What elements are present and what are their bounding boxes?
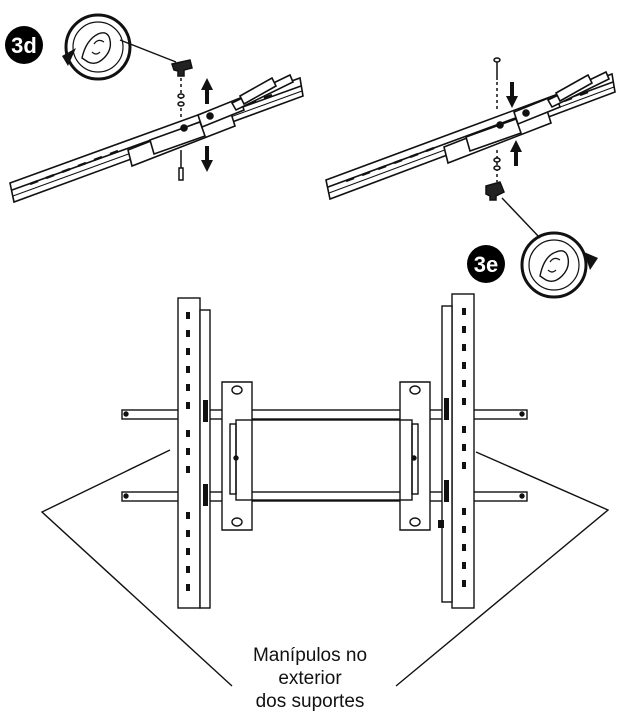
arrow-down-icon bbox=[506, 82, 518, 108]
hand-turn-clockwise-icon bbox=[520, 231, 598, 299]
vertical-arm-left bbox=[177, 297, 211, 609]
caption-line-2: exterior bbox=[278, 668, 342, 689]
svg-text:3e: 3e bbox=[474, 252, 498, 277]
svg-text:3d: 3d bbox=[11, 33, 37, 58]
mount-clamp-right bbox=[443, 70, 611, 165]
mount-clamp-left bbox=[127, 73, 295, 168]
vertical-arm-right bbox=[438, 293, 475, 609]
step-badge-3e: 3e bbox=[467, 245, 505, 283]
callout-lines bbox=[40, 449, 610, 687]
arrows-3d bbox=[201, 78, 213, 172]
caption-line-1: Manípulos no bbox=[252, 645, 368, 666]
caption-knobs-outside: Manípulos no exterior dos suportes bbox=[210, 644, 410, 713]
hand-turn-counterclockwise-icon bbox=[62, 13, 132, 81]
arrows-3e bbox=[506, 82, 522, 166]
horizontal-bar-bottom bbox=[121, 491, 528, 502]
knob-3e bbox=[485, 57, 505, 201]
bracket-assembly bbox=[121, 293, 528, 609]
knob-3d bbox=[171, 59, 193, 181]
caption-line-3: dos suportes bbox=[255, 691, 365, 712]
arrow-down-icon bbox=[201, 146, 213, 172]
step-3e-illustration: 3e bbox=[325, 57, 616, 299]
step-3d-illustration: 3d bbox=[5, 13, 304, 204]
arrow-up-icon bbox=[201, 78, 213, 104]
wall-plate bbox=[221, 381, 431, 531]
leader-line-3e bbox=[501, 197, 541, 239]
horizontal-bar-top bbox=[121, 409, 528, 420]
step-badge-3d: 3d bbox=[5, 26, 43, 64]
arrow-up-icon bbox=[510, 140, 522, 166]
